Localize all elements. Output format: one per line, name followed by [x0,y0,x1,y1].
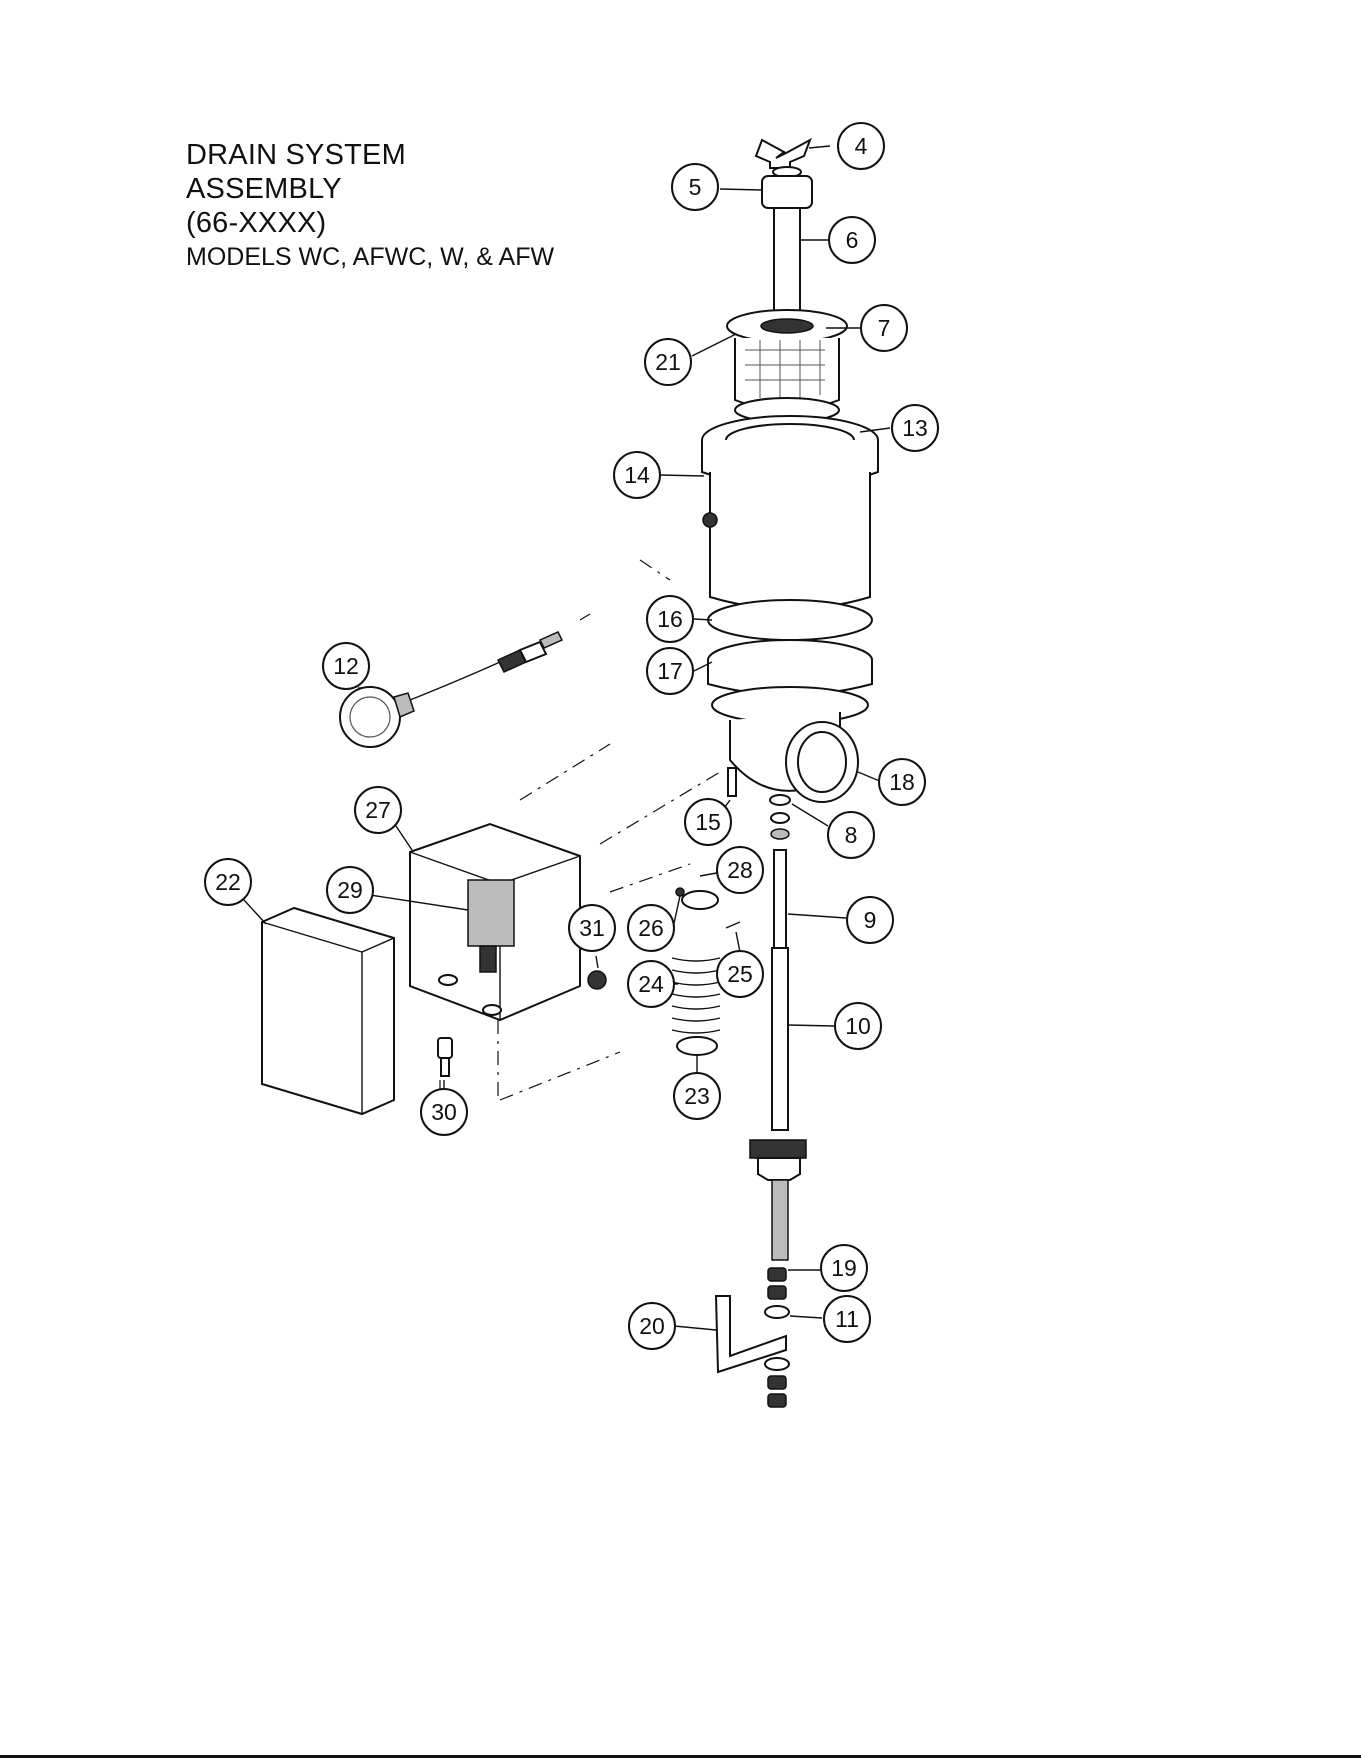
callout-9: 9 [847,897,893,943]
callout-5: 5 [672,164,718,210]
callout-16-label: 16 [657,606,683,632]
callout-9-label: 9 [864,907,877,933]
bushing-part [750,1140,806,1158]
callout-15: 15 [685,799,731,845]
callout-20-label: 20 [639,1313,665,1339]
wing-nut-part [756,140,810,168]
threaded-rod-part [772,1180,788,1260]
callout-22-label: 22 [215,869,241,895]
callout-31: 31 [569,905,615,951]
strainer-seal-part [761,319,813,333]
callout-30-label: 30 [431,1099,457,1125]
callout-23: 23 [674,1073,720,1119]
parts-drawing [262,140,878,1407]
callout-4-label: 4 [855,133,868,159]
callout-30: 30 [421,1089,467,1135]
screw-15-part [728,768,736,796]
callout-5-label: 5 [689,174,702,200]
callout-22: 22 [205,859,251,905]
drain-body-part [710,472,870,609]
callout-12: 12 [323,643,369,689]
capillary-part [410,662,500,700]
callout-19-label: 19 [831,1255,857,1281]
callout-24-label: 24 [638,971,664,997]
cover-part [262,908,394,1114]
callout-14-label: 14 [624,462,650,488]
callout-15-label: 15 [695,809,721,835]
callout-10: 10 [835,1003,881,1049]
callout-6-label: 6 [846,227,859,253]
rod-10-part [772,948,788,1130]
callout-17: 17 [647,648,693,694]
callout-18: 18 [879,759,925,805]
callout-20: 20 [629,1303,675,1349]
callout-11: 11 [824,1296,870,1342]
callout-13: 13 [892,405,938,451]
callout-19: 19 [821,1245,867,1291]
gauge-dial-part [340,687,400,747]
callout-13-label: 13 [902,415,928,441]
callout-27-label: 27 [365,797,391,823]
callout-24: 24 [628,961,674,1007]
callout-12-label: 12 [333,653,359,679]
callout-11-label: 11 [835,1306,859,1332]
callout-29-label: 29 [337,877,363,903]
callout-23-label: 23 [684,1083,710,1109]
bottom-rule [0,1755,1361,1758]
callout-7: 7 [861,305,907,351]
gasket-16-part [708,600,872,640]
cap-part [762,176,812,208]
callout-10-label: 10 [845,1013,871,1039]
body-bolt-part [703,513,717,527]
overflow-tube-part [774,208,800,316]
callout-25: 25 [717,951,763,997]
switch-part [468,880,514,946]
callout-7-label: 7 [878,315,891,341]
callout-27: 27 [355,787,401,833]
callout-26: 26 [628,905,674,951]
callout-31-label: 31 [579,915,605,941]
callout-28-label: 28 [727,857,753,883]
callout-16: 16 [647,596,693,642]
callout-4: 4 [838,123,884,169]
callout-21-label: 21 [655,349,681,375]
callout-29: 29 [327,867,373,913]
spring-part [672,958,720,1033]
callout-28: 28 [717,847,763,893]
callout-25-label: 25 [727,961,753,987]
callout-17-label: 17 [657,658,683,684]
rod-9-part [774,850,786,950]
callout-21: 21 [645,339,691,385]
callout-8-label: 8 [845,822,858,848]
callout-8: 8 [828,812,874,858]
callout-6: 6 [829,217,875,263]
elbow-outlet-inner-part [798,732,846,792]
callout-14: 14 [614,452,660,498]
callout-18-label: 18 [889,769,915,795]
callout-26-label: 26 [638,915,664,941]
